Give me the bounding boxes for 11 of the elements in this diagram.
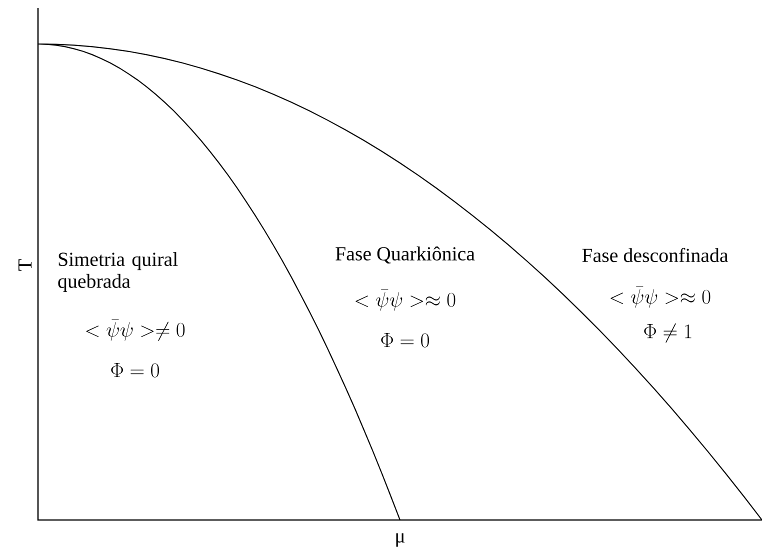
axis-label: μ bbox=[396, 533, 405, 547]
formula: $\Phi = 0$ bbox=[111, 362, 159, 378]
region-label: Fase Quarkiônica bbox=[336, 246, 475, 264]
formula: $<\bar{\psi}\psi> \approx 0$ bbox=[610, 286, 710, 308]
formula: $<\bar{\psi}\psi> \approx 0$ bbox=[356, 289, 456, 311]
formula: $\Phi \neq 1$ bbox=[644, 323, 692, 343]
region-label: Simetria quiral quebrada bbox=[58, 252, 178, 292]
region-label: Fase desconfinada bbox=[582, 248, 728, 262]
formula: $\Phi = 0$ bbox=[381, 332, 429, 348]
formula: $<\bar{\psi}\psi> \neq 0$ bbox=[86, 319, 185, 341]
axis-label: T bbox=[18, 259, 32, 271]
